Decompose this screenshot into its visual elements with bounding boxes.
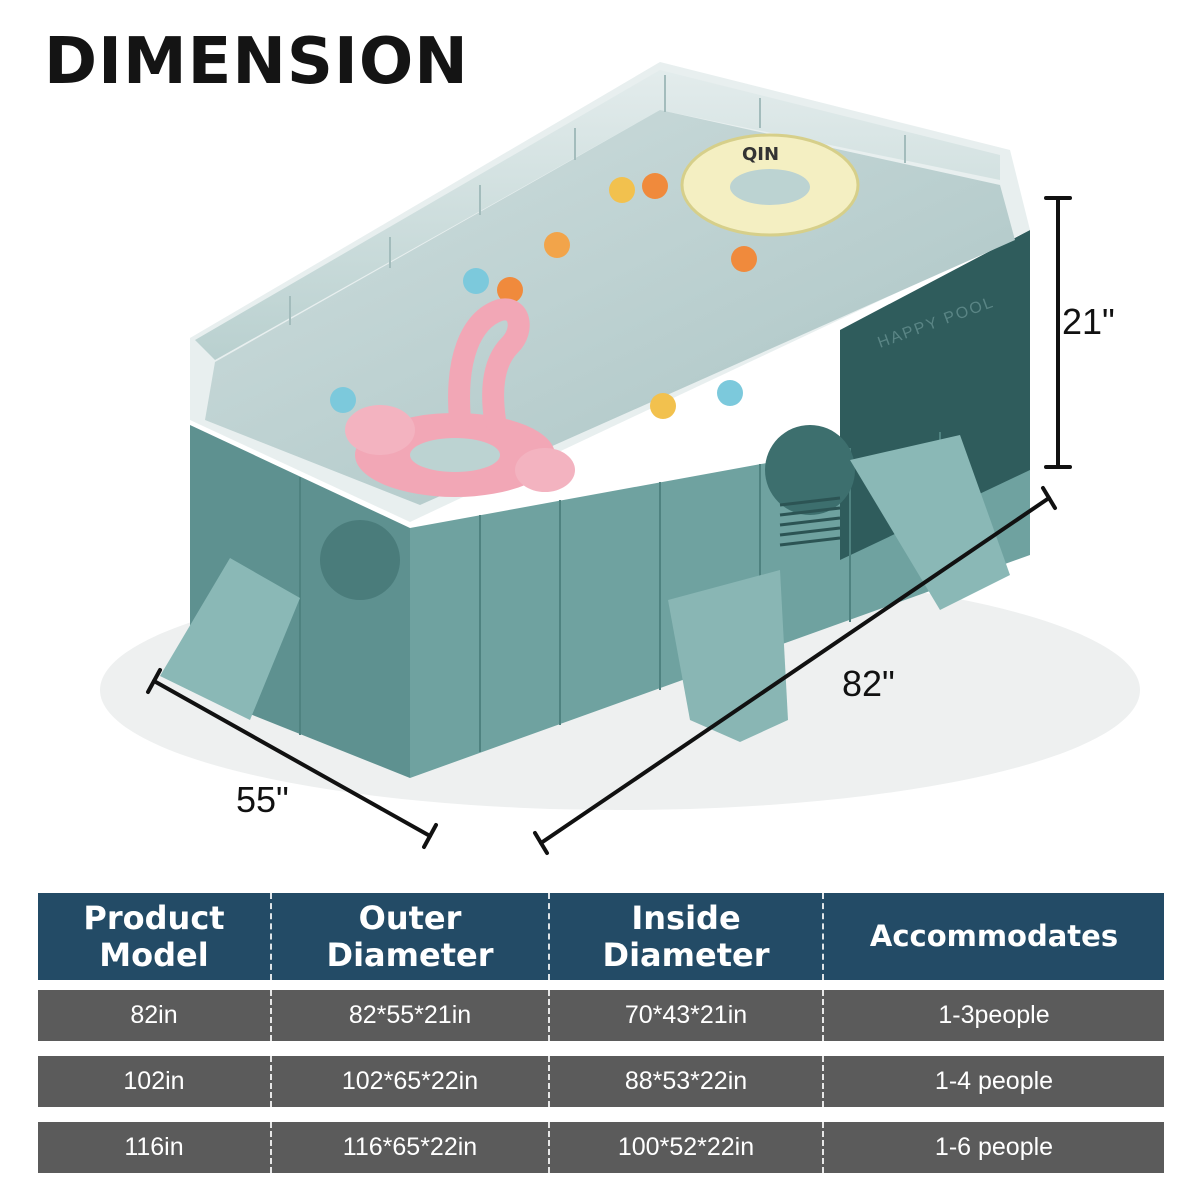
cell-outer: 102*65*22in (270, 1056, 548, 1107)
table-row: 116in 116*65*22in 100*52*22in 1-6 people (38, 1122, 1164, 1173)
ball (731, 246, 757, 272)
side-support-right (850, 435, 1010, 610)
ball (497, 277, 523, 303)
header-accommodates: Accommodates (822, 893, 1164, 980)
pool-inner-back-wall (195, 70, 1000, 360)
wall-decoration (765, 425, 855, 515)
cell-model: 116in (124, 1133, 184, 1161)
length-label: 82" (842, 663, 895, 704)
side-support-left (160, 558, 300, 720)
ball (642, 173, 668, 199)
ball (717, 380, 743, 406)
ball (650, 393, 676, 419)
cell-inside: 70*43*21in (548, 990, 822, 1041)
width-label: 55" (236, 779, 289, 820)
cell-model: 102in (123, 1067, 185, 1095)
flamingo-float (345, 298, 575, 497)
cell-capacity: 1-3people (822, 990, 1164, 1041)
table-row: 102in 102*65*22in 88*53*22in 1-4 people (38, 1056, 1164, 1107)
cell-capacity: 1-4 people (822, 1056, 1164, 1107)
cell-outer: 82*55*21in (270, 990, 548, 1041)
height-label: 21" (1062, 301, 1115, 342)
cell-outer: 116*65*22in (270, 1122, 548, 1173)
length-dimension-line (539, 496, 1051, 845)
ball (330, 387, 356, 413)
ball (544, 232, 570, 258)
side-support-mid (668, 570, 788, 742)
cell-inside: 100*52*22in (548, 1122, 822, 1173)
cell-model: 82in (130, 1001, 178, 1029)
ball (463, 268, 489, 294)
table-row: 82in 82*55*21in 70*43*21in 1-3people (38, 990, 1164, 1041)
cell-inside: 88*53*22in (548, 1056, 822, 1107)
width-dimension-line (152, 679, 432, 838)
float-text: QIN (742, 144, 779, 165)
cell-capacity: 1-6 people (822, 1122, 1164, 1173)
page-title: DIMENSION (44, 25, 469, 99)
swim-ring-float: QIN (680, 133, 860, 237)
wall-decoration (320, 520, 400, 600)
pool-illustration: HAPPY POOL QIN (100, 62, 1140, 855)
ball (609, 177, 635, 203)
